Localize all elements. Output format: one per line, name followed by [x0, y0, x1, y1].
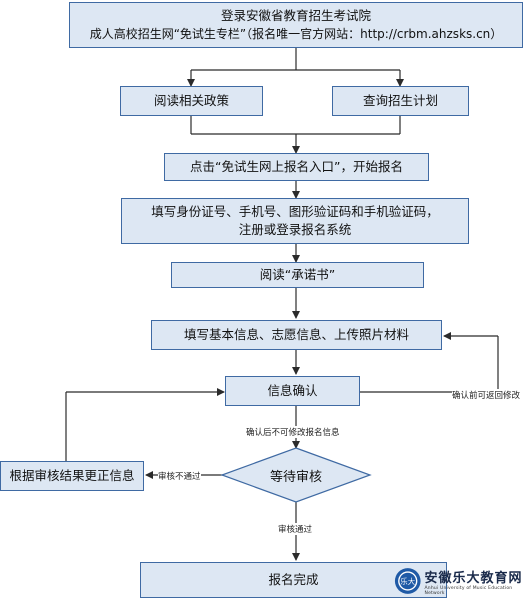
logo-subtitle: Anhui University of Music Education Netw…: [424, 585, 513, 596]
wait-review-label: 等待审核: [269, 470, 322, 485]
start-node: 登录安徽省教育招生考试院 成人高校招生网“免试生专栏”（报名唯一官方网站：htt…: [69, 2, 523, 48]
click-entry-label: 点击“免试生网上报名入口”，开始报名: [190, 159, 403, 174]
logo-title: 安徽乐大教育网: [424, 570, 523, 586]
read-policy-node: 阅读相关政策: [120, 86, 263, 116]
edge-label-return-before-confirm: 确认前可返回修改: [452, 389, 521, 401]
decision-diamond: [220, 447, 372, 503]
read-policy-label: 阅读相关政策: [153, 93, 229, 108]
confirm-info-node: 信息确认: [225, 376, 360, 406]
fill-id-line-2: 注册或登录报名系统: [238, 222, 352, 237]
fill-info-node: 填写基本信息、志愿信息、上传照片材料: [151, 320, 442, 350]
watermark-logo: 乐大 安徽乐大教育网 Anhui University of Music Edu…: [394, 566, 525, 596]
read-pledge-node: 阅读“承诺书”: [171, 262, 424, 288]
edge-label-review-failed: 审核不通过: [158, 470, 201, 482]
query-plan-node: 查询招生计划: [332, 86, 469, 116]
logo-badge-text: 乐大: [400, 577, 415, 586]
correct-info-node: 根据审核结果更正信息: [0, 461, 144, 491]
fill-id-node: 填写身份证号、手机号、图形验证码和手机验证码， 注册或登录报名系统: [121, 198, 469, 244]
click-entry-node: 点击“免试生网上报名入口”，开始报名: [164, 153, 429, 181]
fill-info-label: 填写基本信息、志愿信息、上传照片材料: [183, 327, 409, 342]
query-plan-label: 查询招生计划: [362, 93, 438, 108]
done-label: 报名完成: [268, 572, 319, 587]
fill-id-line-1: 填写身份证号、手机号、图形验证码和手机验证码，: [151, 204, 439, 219]
read-pledge-label: 阅读“承诺书”: [259, 267, 336, 282]
edge-label-no-change-after-confirm: 确认后不可修改报名信息: [246, 426, 340, 438]
logo-badge-icon: 乐大: [394, 568, 421, 594]
edge-label-review-passed: 审核通过: [278, 523, 313, 535]
start-line-2: 成人高校招生网“免试生专栏”（报名唯一官方网站：http://crbm.ahzs…: [89, 27, 503, 41]
correct-info-label: 根据审核结果更正信息: [9, 468, 135, 483]
start-line-1: 登录安徽省教育招生考试院: [220, 8, 371, 23]
confirm-info-label: 信息确认: [267, 383, 318, 398]
